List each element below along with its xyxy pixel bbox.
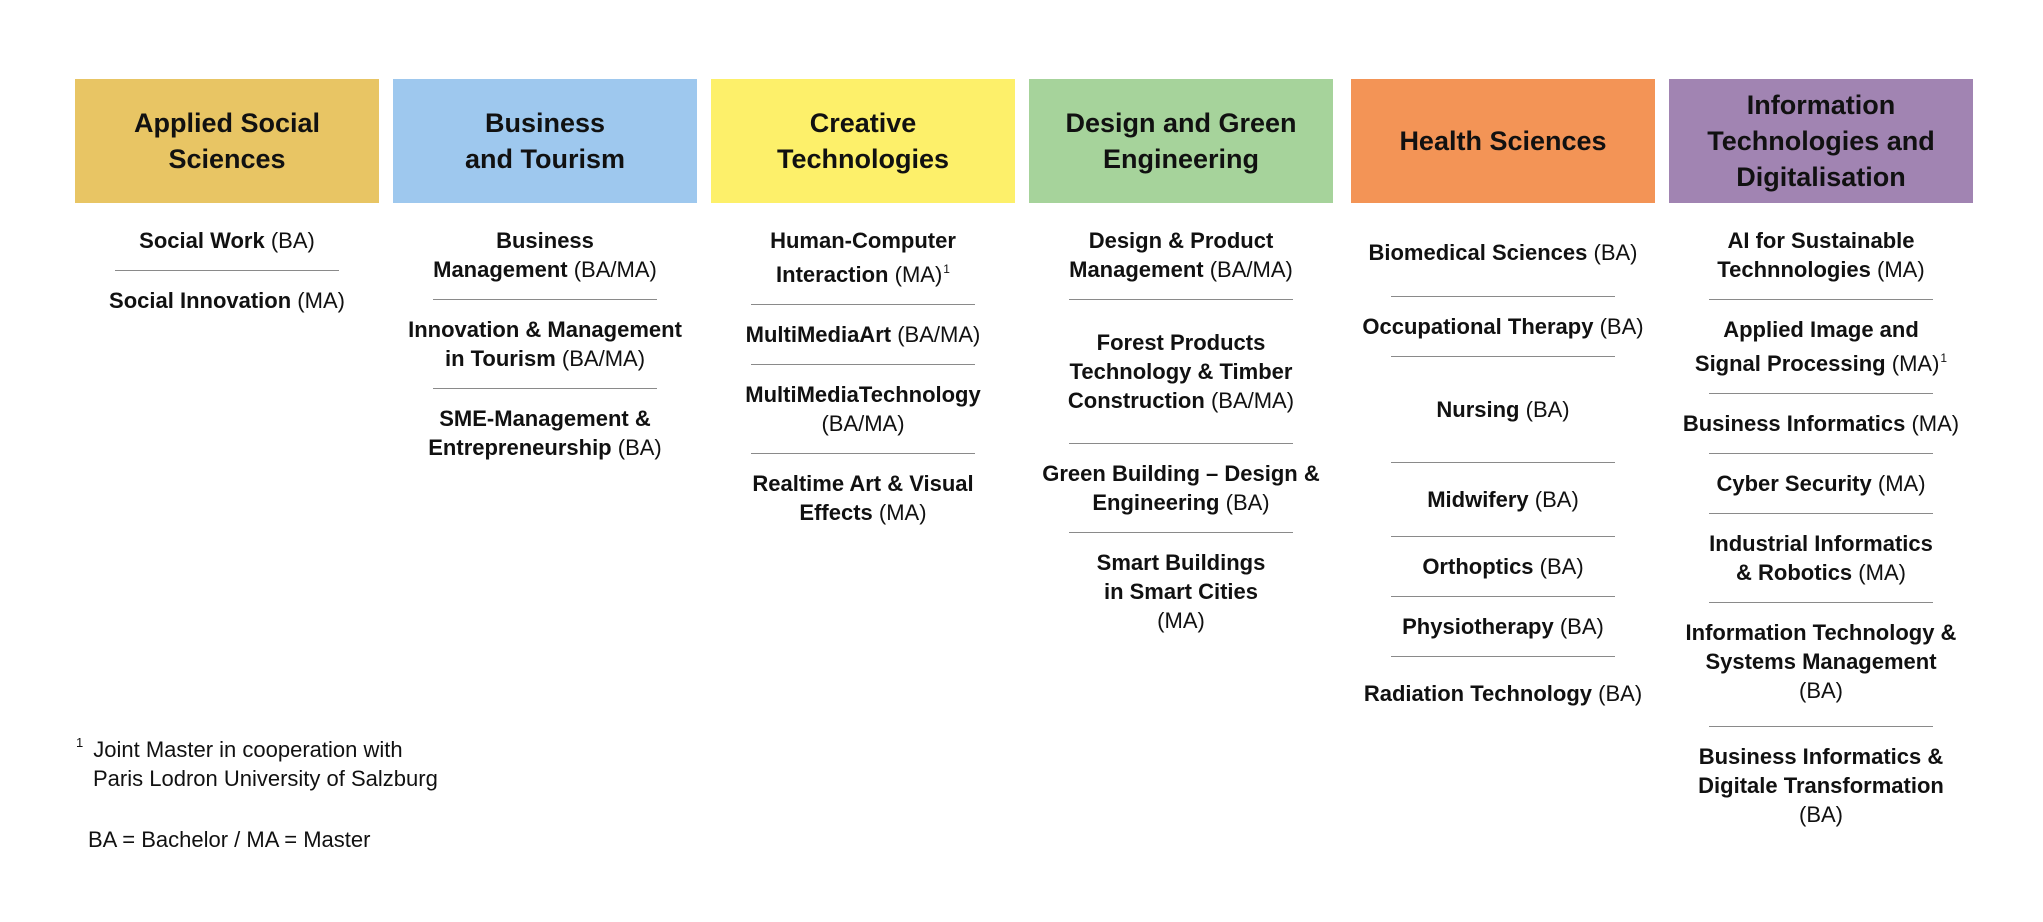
header-information-technologies-and-digitalisation: Information Technologies and Digitalisat… [1669, 79, 1973, 203]
program-item: Information Technology & Systems Managem… [1685, 620, 1957, 703]
program-item: Design & Product Management (BA/MA) [1069, 228, 1293, 282]
program-item: Biomedical Sciences (BA) [1368, 240, 1638, 265]
program-item: Smart Buildings in Smart Cities (MA) [1096, 550, 1266, 633]
program-item: Radiation Technology (BA) [1363, 681, 1643, 706]
divider [1069, 532, 1293, 533]
program-list: Social Work (BA) Social Innovation (MA) [75, 203, 379, 322]
program-list: Business Management (BA/MA) Innovation &… [393, 203, 697, 469]
column-business-and-tourism: Business and Tourism Business Management… [393, 79, 697, 469]
program-item: Business Management (BA/MA) [433, 228, 657, 282]
program-item: Cyber Security (MA) [1716, 471, 1926, 496]
program-list: Design & Product Management (BA/MA) Fore… [1029, 203, 1333, 642]
program-list: Biomedical Sciences (BA) Occupational Th… [1351, 203, 1655, 722]
program-item: Social Work (BA) [139, 228, 315, 253]
divider [751, 453, 975, 454]
divider [1069, 443, 1293, 444]
header-applied-social-sciences: Applied Social Sciences [75, 79, 379, 203]
divider [1709, 453, 1933, 454]
program-item: MultiMediaTechnology (BA/MA) [745, 382, 981, 436]
divider [751, 364, 975, 365]
column-applied-social-sciences: Applied Social Sciences Social Work (BA)… [75, 79, 379, 322]
program-item: Human-Computer Interaction (MA)1 [770, 228, 956, 287]
program-item: Midwifery (BA) [1427, 487, 1579, 512]
divider [1391, 536, 1615, 537]
program-item: Orthoptics (BA) [1422, 554, 1584, 579]
program-item: MultiMediaArt (BA/MA) [745, 322, 981, 347]
divider [1069, 299, 1293, 300]
header-design-and-green-engineering: Design and Green Engineering [1029, 79, 1333, 203]
divider [751, 304, 975, 305]
column-health-sciences: Health Sciences Biomedical Sciences (BA)… [1351, 79, 1655, 722]
program-item: Business Informatics & Digitale Transfor… [1698, 744, 1944, 827]
divider [433, 388, 657, 389]
program-item: Nursing (BA) [1436, 397, 1570, 422]
program-item: Innovation & Management in Tourism (BA/M… [408, 317, 682, 371]
column-design-and-green-engineering: Design and Green Engineering Design & Pr… [1029, 79, 1333, 642]
program-item: Social Innovation (MA) [109, 288, 345, 313]
divider [1709, 299, 1933, 300]
program-item: AI for Sustainable Technnologies (MA) [1717, 228, 1925, 282]
header-creative-technologies: Creative Technologies [711, 79, 1015, 203]
divider [1709, 602, 1933, 603]
program-item: Physiotherapy (BA) [1402, 614, 1604, 639]
program-item: Industrial Informatics & Robotics (MA) [1709, 531, 1933, 585]
footnote-line-2: Paris Lodron University of Salzburg [93, 766, 438, 791]
divider [433, 299, 657, 300]
program-list: AI for Sustainable Technnologies (MA) Ap… [1669, 203, 1973, 836]
divider [115, 270, 339, 271]
divider [1709, 513, 1933, 514]
column-creative-technologies: Creative Technologies Human-Computer Int… [711, 79, 1015, 534]
footnote-marker: 1 [943, 262, 950, 276]
divider [1709, 393, 1933, 394]
divider [1391, 296, 1615, 297]
header-health-sciences: Health Sciences [1351, 79, 1655, 203]
program-item: Business Informatics (MA) [1682, 411, 1960, 436]
header-business-and-tourism: Business and Tourism [393, 79, 697, 203]
program-item: Occupational Therapy (BA) [1362, 314, 1644, 339]
program-item: Realtime Art & Visual Effects (MA) [752, 471, 974, 525]
divider [1391, 356, 1615, 357]
footnote-marker: 1 [1940, 351, 1948, 365]
footnote-marker: 1 [76, 735, 84, 750]
program-item: SME-Management & Entrepreneurship (BA) [428, 406, 662, 460]
column-information-technologies-and-digitalisation: Information Technologies and Digitalisat… [1669, 79, 1973, 836]
divider [1391, 462, 1615, 463]
program-item: Forest Products Technology & Timber Cons… [1067, 330, 1295, 413]
abbreviation-legend: BA = Bachelor / MA = Master [88, 827, 371, 852]
divider [1391, 596, 1615, 597]
divider [1709, 726, 1933, 727]
program-item: Green Building – Design & Engineering (B… [1042, 461, 1320, 515]
divider [1391, 656, 1615, 657]
program-item: Applied Image and Signal Processing (MA)… [1694, 317, 1948, 376]
program-list: Human-Computer Interaction (MA)1 MultiMe… [711, 203, 1015, 534]
